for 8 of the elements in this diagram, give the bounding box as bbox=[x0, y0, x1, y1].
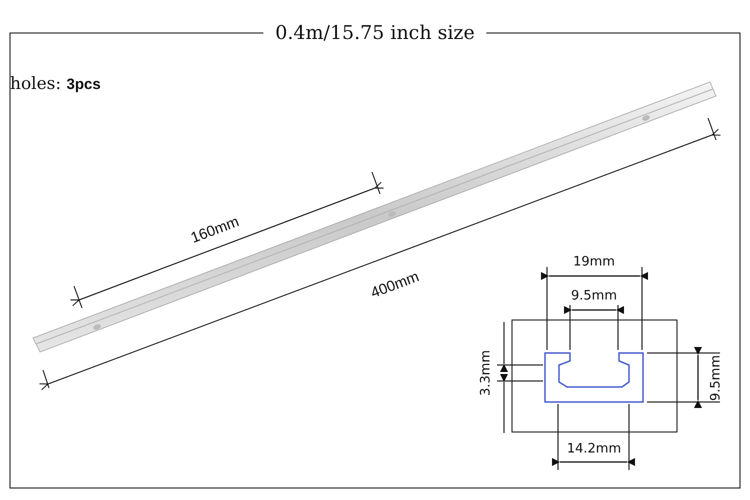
dimension-label: 14.2mm bbox=[566, 442, 622, 456]
dimension-label: 400mm bbox=[368, 269, 422, 301]
dimension-label: 3.3mm bbox=[480, 350, 492, 396]
dimension-label: 9.5mm bbox=[571, 290, 617, 302]
dimension-label: 19mm bbox=[573, 256, 615, 268]
dimension-label: 9.5mm bbox=[710, 355, 722, 401]
note-text: holes: 3pcs bbox=[10, 76, 101, 93]
dimension-label: 160mm bbox=[188, 214, 242, 246]
